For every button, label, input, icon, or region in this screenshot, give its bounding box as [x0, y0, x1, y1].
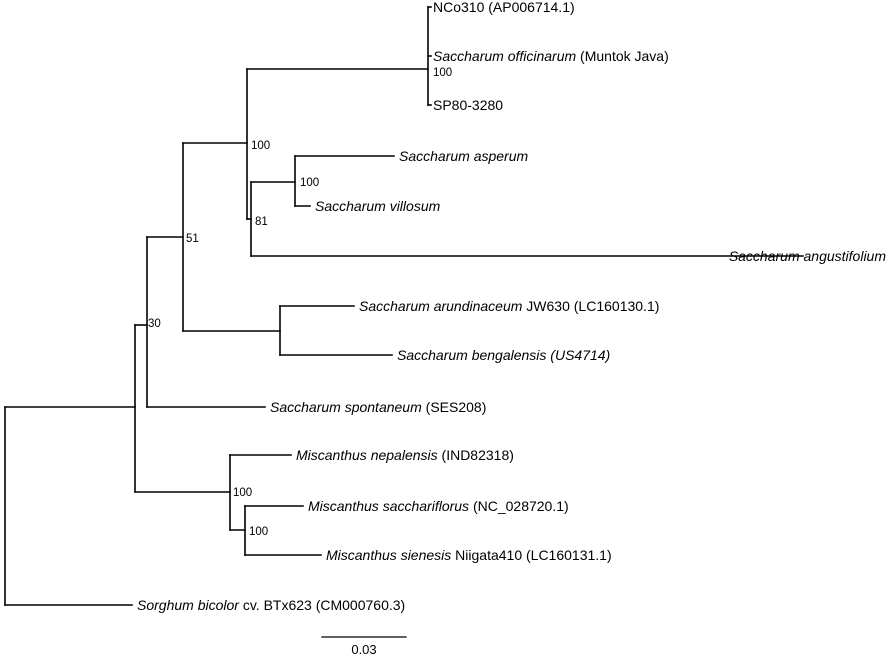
scale-bar-label: 0.03 [351, 642, 376, 656]
taxon-label: NCo310 (AP006714.1) [433, 0, 575, 15]
taxon-label-part: Saccharum spontaneum [270, 399, 422, 415]
support-value: 100 [433, 67, 452, 79]
taxon-label-part: (IND82318) [438, 447, 514, 463]
taxon-label: Saccharum angustifolium [729, 248, 887, 264]
taxon-label: Miscanthus sienesis Niigata410 (LC160131… [326, 547, 612, 563]
support-value: 100 [233, 487, 252, 499]
taxon-label-part: Niigata410 (LC160131.1) [451, 547, 611, 563]
support-value: 100 [249, 526, 268, 538]
taxon-label-part: Saccharum villosum [315, 198, 441, 214]
taxon-label: Saccharum spontaneum (SES208) [270, 399, 486, 415]
taxon-label: Miscanthus sacchariflorus (NC_028720.1) [308, 498, 569, 514]
support-value: 30 [148, 318, 161, 330]
support-value: 81 [255, 216, 268, 228]
taxon-label-part: Miscanthus nepalensis [296, 447, 438, 463]
support-value: 51 [186, 233, 199, 245]
support-value: 100 [251, 140, 270, 152]
taxon-label: Saccharum bengalensis (US4714) [397, 347, 610, 363]
taxon-label-part: Saccharum angustifolium [729, 248, 887, 264]
taxon-label: Miscanthus nepalensis (IND82318) [296, 447, 514, 463]
taxon-label: Saccharum villosum [315, 198, 441, 214]
taxon-label-part: Miscanthus sacchariflorus [308, 498, 469, 514]
taxon-label-part: Sorghum bicolor [137, 597, 240, 613]
taxon-label-part: SP80-3280 [433, 97, 503, 113]
taxon-label: Saccharum asperum [399, 148, 529, 164]
taxon-label-part: Miscanthus sienesis [326, 547, 451, 563]
taxon-label-part: Saccharum bengalensis (US4714) [397, 347, 610, 363]
taxon-label-part: Saccharum arundinaceum [359, 298, 523, 314]
taxon-label-part: (SES208) [422, 399, 487, 415]
taxon-label: SP80-3280 [433, 97, 503, 113]
taxon-label: Sorghum bicolor cv. BTx623 (CM000760.3) [137, 597, 405, 613]
taxon-label-part: NCo310 (AP006714.1) [433, 0, 575, 15]
taxon-label-part: (NC_028720.1) [469, 498, 569, 514]
taxon-label-part: Saccharum asperum [399, 148, 529, 164]
support-value: 100 [300, 177, 319, 189]
taxon-label-part: JW630 (LC160130.1) [522, 298, 659, 314]
taxon-label-part: Saccharum officinarum [433, 48, 577, 64]
tree-branches [4, 6, 804, 606]
taxon-label: Saccharum officinarum (Muntok Java) [433, 48, 669, 64]
taxon-label-part: (Muntok Java) [576, 48, 669, 64]
taxon-label: Saccharum arundinaceum JW630 (LC160130.1… [359, 298, 659, 314]
taxon-label-part: cv. BTx623 (CM000760.3) [239, 597, 405, 613]
